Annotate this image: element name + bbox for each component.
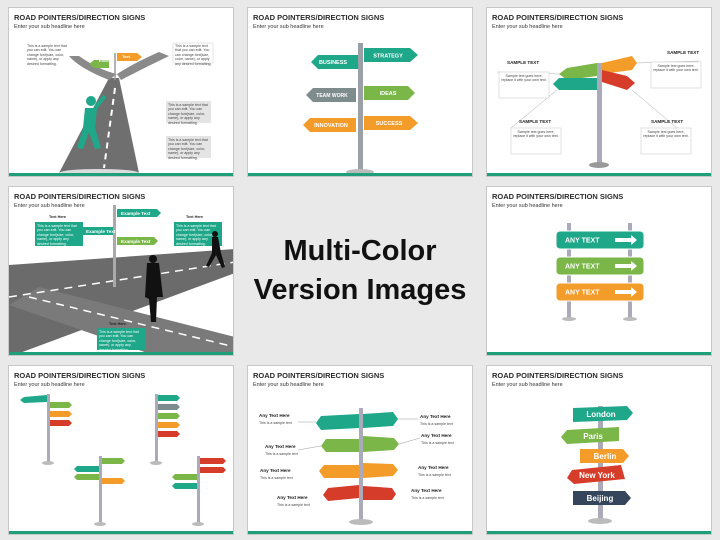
city-signpost-illustration: London Paris Berlin New York Beijing (561, 406, 633, 524)
body-4: This is a sample text (421, 441, 454, 445)
text-body-2: This is a sample text that you can edit.… (176, 224, 216, 246)
heading-2: SAMPLE TEXT (667, 50, 700, 55)
body-1: Sample text goes here, replace it with y… (501, 74, 547, 83)
sign-right-label: Text (122, 54, 130, 59)
sample-text-1: This is a sample text that you can edit.… (27, 44, 67, 66)
body-7: This is a sample text (277, 503, 310, 507)
sign-2: Example Text (86, 228, 116, 234)
body-2: This is a sample text (420, 422, 453, 426)
heading-3: Any Text Here (265, 444, 296, 449)
body-5: This is a sample text (260, 476, 293, 480)
tag-signpost-illustration (297, 408, 421, 525)
heading-5: Any Text Here (260, 468, 291, 473)
slide-subtitle: Enter your sub headline here (14, 203, 85, 209)
slide-title: ROAD POINTERS/DIRECTION SIGNS (14, 192, 146, 201)
sign-3: Example Text (121, 238, 151, 244)
city-3: Berlin (594, 452, 617, 461)
slide-title: ROAD POINTERS/DIRECTION SIGNS (253, 371, 385, 380)
crossroads-illustration (9, 205, 233, 355)
heading-1: Any Text Here (259, 413, 290, 418)
sign-3: ANY TEXT (565, 290, 600, 297)
thumb-crossroads[interactable]: ROAD POINTERS/DIRECTION SIGNS Enter your… (8, 186, 234, 356)
heading-8: Any Text Here (411, 488, 442, 493)
body-4: Sample text goes here, replace it with y… (643, 130, 689, 139)
text-body-3: This is a sample text that you can edit.… (99, 330, 139, 352)
thumb-city-signpost[interactable]: ROAD POINTERS/DIRECTION SIGNS Enter your… (486, 365, 712, 535)
heading-7: Any Text Here (277, 495, 308, 500)
heading-1: SAMPLE TEXT (507, 60, 540, 65)
sign-4: IDEAS (380, 91, 397, 97)
body-6: This is a sample text (418, 473, 451, 477)
heading-4: Any Text Here (421, 433, 452, 438)
sample-text-3: This is a sample text that you can edit.… (168, 103, 208, 125)
signpost-illustration: BUSINESS STRATEGY TEAM WORK IDEAS INNOVA… (303, 43, 418, 175)
heading-2: Any Text Here (420, 414, 451, 419)
body-2: Sample text goes here, replace it with y… (653, 64, 699, 73)
slide-title: ROAD POINTERS/DIRECTION SIGNS (492, 371, 624, 380)
sign-1: BUSINESS (319, 60, 347, 66)
sign-2: ANY TEXT (565, 264, 600, 271)
text-here-2: Text Here (186, 215, 204, 219)
road-fork-illustration (26, 42, 214, 176)
city-2: Paris (583, 432, 603, 441)
sign-3: TEAM WORK (316, 93, 348, 99)
sign-left-label: Ends (99, 58, 109, 63)
thumb-four-signposts[interactable]: ROAD POINTERS/DIRECTION SIGNS Enter your… (8, 365, 234, 535)
board-signs-illustration: ANY TEXT ANY TEXT ANY TEXT (555, 223, 645, 321)
slide-subtitle: Enter your sub headline here (492, 203, 563, 209)
body-3: Sample text goes here, replace it with y… (513, 130, 559, 139)
sign-1: ANY TEXT (565, 238, 600, 245)
slide-subtitle: Enter your sub headline here (253, 24, 324, 30)
thumb-tag-signpost[interactable]: ROAD POINTERS/DIRECTION SIGNS Enter your… (247, 365, 473, 535)
slide-subtitle: Enter your sub headline here (492, 24, 563, 30)
text-here-1: Text Here (49, 215, 67, 219)
thumb-signpost-words[interactable]: ROAD POINTERS/DIRECTION SIGNS Enter your… (247, 7, 473, 177)
center-heading: Multi-Color Version Images (247, 186, 473, 356)
slide-subtitle: Enter your sub headline here (14, 382, 85, 388)
center-heading-line1: Multi-Color (283, 234, 437, 267)
thumb-pole-arrows[interactable]: ROAD POINTERS/DIRECTION SIGNS Enter your… (486, 7, 712, 177)
body-1: This is a sample text (259, 421, 292, 425)
four-signposts-illustration (20, 394, 226, 526)
body-8: This is a sample text (411, 496, 444, 500)
sign-6: SUCCESS (376, 121, 403, 127)
slide-subtitle: Enter your sub headline here (14, 24, 85, 30)
slide-subtitle: Enter your sub headline here (253, 382, 324, 388)
slide-title: ROAD POINTERS/DIRECTION SIGNS (492, 13, 624, 22)
sign-5: INNOVATION (314, 123, 348, 129)
slide-title: ROAD POINTERS/DIRECTION SIGNS (14, 371, 146, 380)
slide-title: ROAD POINTERS/DIRECTION SIGNS (492, 192, 624, 201)
heading-3: SAMPLE TEXT (519, 119, 552, 124)
slide-title: ROAD POINTERS/DIRECTION SIGNS (253, 13, 385, 22)
sample-text-2: This is a sample text that you can edit.… (175, 44, 212, 66)
city-1: London (586, 410, 615, 419)
body-3: This is a sample text (265, 452, 298, 456)
sign-2: STRATEGY (373, 54, 403, 60)
sign-1: Example Text (121, 210, 151, 216)
heading-4: SAMPLE TEXT (651, 119, 684, 124)
center-heading-line2: Version Images (253, 274, 467, 306)
text-body-1: This is a sample text that you can edit.… (37, 224, 77, 246)
slide-title: ROAD POINTERS/DIRECTION SIGNS (14, 13, 146, 22)
pole-arrows-illustration (496, 56, 702, 168)
thumb-road-fork[interactable]: ROAD POINTERS/DIRECTION SIGNS Enter your… (8, 7, 234, 177)
city-5: Beijing (587, 494, 614, 503)
heading-6: Any Text Here (418, 465, 449, 470)
city-4: New York (579, 471, 615, 480)
thumb-board-signs[interactable]: ROAD POINTERS/DIRECTION SIGNS Enter your… (486, 186, 712, 356)
slide-subtitle: Enter your sub headline here (492, 382, 563, 388)
text-here-3: Text Here (109, 322, 127, 326)
sample-text-4: This is a sample text that you can edit.… (168, 138, 208, 160)
